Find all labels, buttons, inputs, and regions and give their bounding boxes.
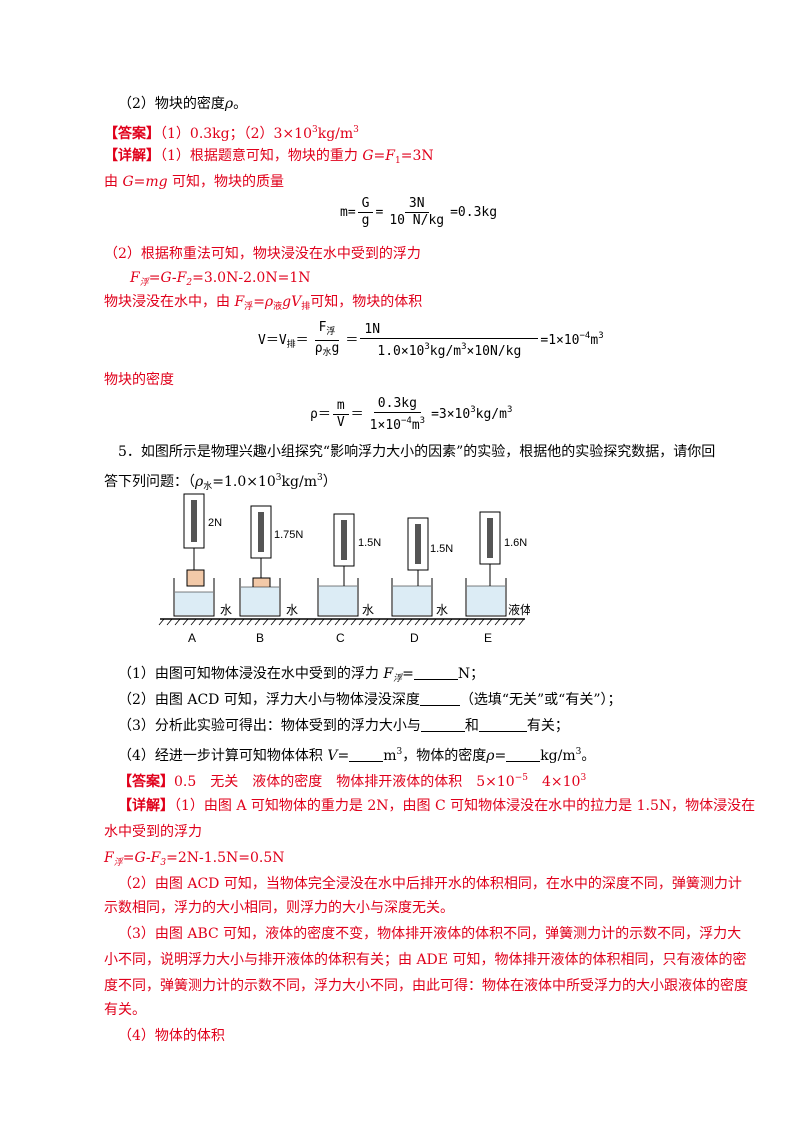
answer-blank-1[interactable]	[413, 665, 458, 680]
detail-line-q5-1: 【详解】（1）由图 A 可知物体的重力是 2N，由图 C 可知物体浸没在水中的拉…	[118, 798, 756, 814]
reading-a: 2N	[208, 517, 222, 529]
detail-line-q5-5: 示数相同，浮力的大小相同，则浮力的大小与深度无关。	[104, 900, 454, 916]
subquestion-4: （4）经进一步计算可知物体体积 V=m3，物体的密度ρ=kg/m3。	[118, 747, 596, 764]
setup-b	[239, 505, 281, 617]
detail-tag-q5: 【详解】	[118, 798, 174, 814]
answer-blank-2[interactable]	[419, 691, 460, 706]
detail-tag: 【详解】	[104, 148, 160, 164]
liquid-e: 液体	[508, 602, 530, 617]
subquestion-2: （2）由图 ACD 可知，浮力大小与物体浸没深度（选填“无关”或“有关”）；	[118, 691, 622, 708]
detail-line-q5-3: F浮=G-F3=2N-1.5N=0.5N	[104, 850, 285, 868]
answer-line-q4: 【答案】（1）0.3kg；（2）3×103kg/m3	[104, 125, 359, 142]
liquid-d: 水	[362, 603, 374, 617]
answer-blank-4a[interactable]	[349, 747, 384, 762]
question-4-part2: （2）物块的密度ρ。	[118, 96, 248, 112]
setup-a	[173, 493, 215, 617]
detail-line-q4-5: 物块浸没在水中，由 F浮=ρ液gV排可知，物块的体积	[104, 294, 423, 312]
reading-c: 1.5N	[358, 537, 381, 549]
label-d: D	[410, 631, 419, 645]
setup-d	[391, 517, 433, 617]
question-5-line2: 答下列问题：（ρ水=1.0×103kg/m3）	[104, 473, 337, 492]
question-5-line1: 5．如图所示是物理兴趣小组探究“影响浮力大小的因素”的实验，根据他的实验探究数据…	[118, 444, 716, 460]
reading-d: 1.5N	[430, 543, 453, 555]
detail-line-q4-1: 【详解】（1）根据题意可知，物块的重力 G=F1=3N	[104, 148, 434, 166]
answer-tag-q5: 【答案】	[118, 774, 174, 790]
answer-blank-3a[interactable]	[420, 717, 465, 732]
detail-line-q5-10: （4）物体的体积	[118, 1028, 225, 1044]
subquestion-3: （3）分析此实验可得出：物体受到的浮力大小与和有关；	[118, 717, 569, 734]
answer-blank-4b[interactable]	[506, 747, 541, 762]
label-e: E	[484, 631, 492, 645]
setup-c	[317, 513, 359, 617]
detail-line-q5-6: （3）由图 ABC 可知，液体的密度不变，物体排开液体的体积不同，弹簧测力计的示…	[118, 926, 742, 942]
liquid-b: 水	[220, 603, 232, 617]
detail-line-q4-3: （2）根据称重法可知，物块浸没在水中受到的浮力	[104, 246, 421, 262]
liquid-c2: 水	[436, 603, 448, 617]
answer-line-q5: 【答案】0.5 无关 液体的密度 物体排开液体的体积 5×10−5 4×103	[118, 773, 587, 790]
label-b: B	[256, 631, 264, 645]
answer-blank-3b[interactable]	[478, 717, 527, 732]
detail-line-q4-4: F浮=G-F2=3.0N-2.0N=1N	[130, 270, 311, 288]
label-c: C	[336, 631, 345, 645]
detail-line-q5-9: 有关。	[104, 1002, 146, 1018]
label-a: A	[188, 631, 196, 645]
detail-line-q5-4: （2）由图 ACD 可知，当物体完全浸没在水中后排开水的体积相同，在水中的深度不…	[118, 876, 742, 892]
detail-line-q4-6: 物块的密度	[104, 372, 174, 388]
subquestion-1: （1）由图可知物体浸没在水中受到的浮力 F浮=N；	[118, 665, 485, 684]
answer-tag: 【答案】	[104, 126, 160, 142]
detail-line-q5-8: 度不同，弹簧测力计的示数不同，浮力大小不同，由此可得：物体在液体中所受浮力的大小…	[104, 978, 748, 994]
reading-e: 1.6N	[504, 537, 527, 549]
setup-e	[465, 511, 507, 617]
detail-line-q5-2: 水中受到的浮力	[104, 824, 202, 840]
detail-line-q5-7: 小不同，说明浮力大小与排开液体的体积有关；由 ADE 可知，物体排开液体的体积相…	[104, 952, 747, 968]
buoyancy-experiment-figure: 2N A 1.75N 水 B 1.5N 水 C 1.5N 水 D	[158, 493, 530, 645]
detail-line-q4-2: 由 G=mg 可知，物块的质量	[104, 174, 285, 190]
liquid-c: 水	[286, 603, 298, 617]
reading-b: 1.75N	[274, 529, 303, 541]
